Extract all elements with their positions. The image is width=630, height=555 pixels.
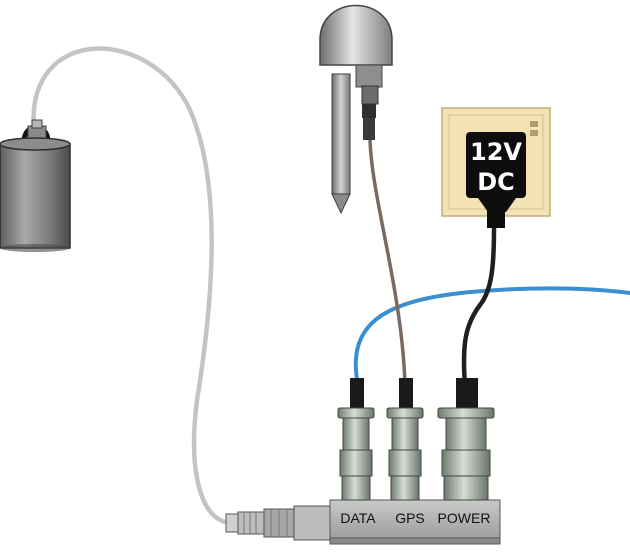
port-label-gps: GPS (395, 510, 425, 526)
data-cable (353, 286, 630, 387)
junction-box (329, 499, 501, 545)
data-port-connector (337, 378, 375, 501)
gps-port-connector (386, 378, 424, 501)
power-adapter: 12V DC (441, 107, 551, 228)
sensor-cable (31, 46, 253, 526)
port-label-data: DATA (340, 510, 376, 526)
power-port-connector (437, 378, 495, 501)
port-labels: DATA GPS POWER (340, 510, 490, 526)
adapter-current-label: DC (477, 168, 515, 196)
adapter-voltage-label: 12V (470, 138, 522, 166)
power-cable (461, 225, 497, 388)
port-label-power: POWER (438, 510, 491, 526)
gps-antenna (319, 4, 393, 215)
sensor-can (0, 119, 71, 252)
sensor-cable-connector (225, 505, 335, 541)
gps-cable (368, 138, 407, 387)
